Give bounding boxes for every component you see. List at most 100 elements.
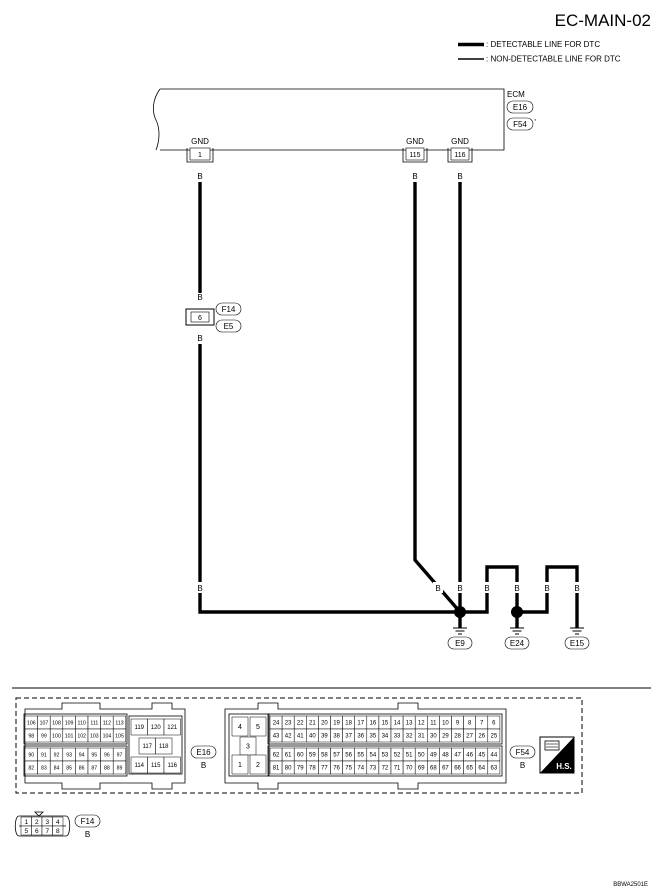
pin-number: 62 bbox=[273, 753, 280, 759]
pin-number: 10 bbox=[442, 721, 449, 727]
pin-number: 30 bbox=[430, 734, 437, 740]
harness-side-icon bbox=[539, 736, 575, 774]
pin-cell bbox=[155, 737, 173, 755]
pin-number: 86 bbox=[79, 765, 85, 771]
pin-number: 60 bbox=[297, 753, 304, 759]
pin-number: 83 bbox=[41, 765, 47, 771]
ecm-connector-e16-badge bbox=[506, 100, 534, 114]
pin-number: 54 bbox=[370, 753, 377, 759]
pin-number: 121 bbox=[167, 725, 178, 731]
pin-number: 118 bbox=[159, 744, 169, 750]
pin-number: 115 bbox=[151, 763, 161, 769]
pin-number: 58 bbox=[321, 753, 328, 759]
pin-number: 4 bbox=[238, 724, 242, 731]
pin-number: 84 bbox=[54, 765, 60, 771]
pin-cell bbox=[487, 728, 501, 743]
wire-color-b: B bbox=[457, 172, 462, 181]
pin-number: 35 bbox=[370, 734, 377, 740]
junction-dot-e24 bbox=[511, 606, 523, 618]
pin-number: 22 bbox=[297, 721, 304, 727]
pin-number: 70 bbox=[406, 766, 413, 772]
pin-number: 105 bbox=[115, 733, 124, 739]
pin-cell bbox=[231, 754, 249, 775]
pin-number: 11 bbox=[430, 721, 437, 727]
ground-symbol-e24 bbox=[510, 627, 524, 635]
pin-number: 1 bbox=[24, 819, 28, 826]
pin-number: 61 bbox=[285, 753, 292, 759]
pin-number: 52 bbox=[394, 753, 401, 759]
joint-connector-e5: E5 bbox=[224, 322, 234, 331]
pin-number: 14 bbox=[394, 721, 401, 727]
pin-number: 28 bbox=[454, 734, 461, 740]
ground-e15-badge bbox=[564, 636, 590, 650]
ground-symbol-e9 bbox=[453, 627, 467, 635]
pin-cell bbox=[163, 756, 181, 774]
pin-number: 79 bbox=[297, 766, 304, 772]
pin-number: 66 bbox=[454, 766, 461, 772]
pin-number: 114 bbox=[134, 763, 144, 769]
pin-number: 74 bbox=[357, 766, 364, 772]
pin-number: 9 bbox=[456, 721, 460, 727]
pin-number: 53 bbox=[382, 753, 389, 759]
pin-number: 40 bbox=[309, 734, 316, 740]
pin-number: 8 bbox=[56, 828, 60, 835]
terminal-116-label: GND bbox=[451, 137, 469, 146]
joint-connector-f14-badge bbox=[215, 302, 242, 316]
wire-color-b: B bbox=[197, 172, 202, 181]
pin-number: 87 bbox=[91, 765, 97, 771]
wire-color-b: B bbox=[544, 584, 549, 593]
pin-number: 15 bbox=[382, 721, 389, 727]
pin-number: 111 bbox=[90, 720, 98, 726]
hs-label: H.S. bbox=[556, 762, 572, 771]
pin-number: 116 bbox=[167, 763, 177, 769]
pin-number: 19 bbox=[333, 721, 340, 727]
terminal-1-label: GND bbox=[191, 137, 209, 146]
pin-number: 49 bbox=[430, 753, 437, 759]
pin-number: 38 bbox=[333, 734, 340, 740]
ground-e9-badge bbox=[447, 636, 473, 650]
pin-number: 76 bbox=[333, 766, 340, 772]
wire-terminal-115 bbox=[413, 182, 462, 614]
pin-cell bbox=[112, 728, 127, 743]
e16-id: E16 bbox=[196, 748, 211, 757]
terminal-115-pin: 115 bbox=[409, 152, 420, 159]
diagram-code: BBWA2501E bbox=[613, 882, 648, 888]
wire-terminal-1-lower bbox=[198, 344, 460, 614]
pin-number: 32 bbox=[406, 734, 413, 740]
pin-number: 3 bbox=[246, 744, 250, 751]
pin-number: 43 bbox=[273, 734, 280, 740]
pin-number: 34 bbox=[382, 734, 389, 740]
pin-number: 73 bbox=[370, 766, 377, 772]
pin-number: 6 bbox=[35, 828, 39, 835]
pin-number: 7 bbox=[45, 828, 49, 835]
terminal-115 bbox=[402, 147, 428, 163]
pin-number: 16 bbox=[370, 721, 377, 727]
pin-number: 17 bbox=[357, 721, 364, 727]
pin-number: 2 bbox=[256, 762, 260, 769]
pin-number: 6 bbox=[492, 721, 496, 727]
pin-number: 108 bbox=[52, 720, 61, 726]
pin-number: 13 bbox=[406, 721, 413, 727]
ecm-label: ECM bbox=[507, 90, 525, 99]
pin-number: 106 bbox=[27, 720, 36, 726]
pin-number: 46 bbox=[466, 753, 473, 759]
pin-number: 109 bbox=[65, 720, 74, 726]
terminal-116 bbox=[447, 147, 473, 163]
terminal-1-pin: 1 bbox=[198, 152, 202, 159]
pin-cell bbox=[249, 716, 267, 737]
pin-number: 7 bbox=[480, 721, 484, 727]
wire-color-b: B bbox=[457, 584, 462, 593]
pin-number: 95 bbox=[91, 752, 97, 758]
pin-number: 2 bbox=[35, 819, 39, 826]
pin-number: 20 bbox=[321, 721, 328, 727]
terminal-116-pin: 116 bbox=[454, 152, 465, 159]
ground-e9-label: E9 bbox=[455, 639, 465, 648]
pin-number: 3 bbox=[45, 819, 49, 826]
pin-number: 97 bbox=[117, 752, 123, 758]
pin-number: 29 bbox=[442, 734, 449, 740]
pin-number: 89 bbox=[117, 765, 123, 771]
wire-color-b: B bbox=[197, 334, 202, 343]
